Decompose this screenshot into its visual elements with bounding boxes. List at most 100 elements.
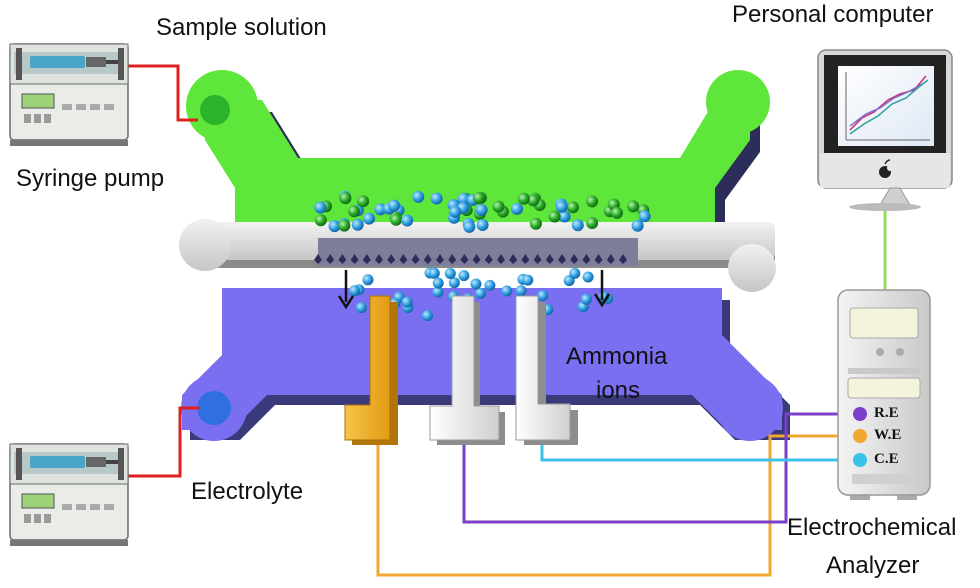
membrane-pore bbox=[594, 254, 603, 264]
particle bbox=[558, 210, 571, 223]
particle bbox=[627, 200, 640, 213]
analyzer-label-line1: Electrochemical bbox=[787, 514, 957, 541]
particle bbox=[586, 217, 599, 229]
particle bbox=[527, 194, 540, 207]
syringe-pump-label: Syringe pump bbox=[16, 165, 165, 192]
particle bbox=[638, 210, 651, 223]
particle bbox=[586, 195, 599, 208]
membrane-pore bbox=[509, 254, 518, 264]
down-arrow-icon bbox=[337, 270, 355, 310]
particle bbox=[357, 195, 370, 208]
membrane-pore bbox=[582, 254, 591, 264]
ammonia-ion bbox=[401, 296, 413, 308]
particles bbox=[314, 190, 651, 325]
ammonia-ion bbox=[537, 290, 549, 302]
particle bbox=[363, 212, 375, 225]
ammonia-ion bbox=[580, 293, 592, 305]
ammonia-ion bbox=[428, 267, 440, 279]
membrane-pore bbox=[472, 254, 481, 264]
electrolyte-label: Electrolyte bbox=[191, 478, 304, 505]
particle bbox=[473, 192, 486, 205]
ammonia-ion bbox=[448, 277, 460, 289]
ce-label: C.E bbox=[874, 451, 899, 467]
membrane-pore bbox=[521, 254, 530, 264]
particle bbox=[390, 213, 403, 226]
membrane-pore bbox=[423, 254, 432, 264]
ammonia-label: Ammonia bbox=[566, 343, 668, 370]
membrane-pores bbox=[314, 254, 627, 264]
membrane-pore bbox=[484, 254, 493, 264]
computer-icon bbox=[817, 49, 953, 211]
ammonia-ion bbox=[501, 285, 513, 297]
ammonia-ion bbox=[444, 268, 456, 279]
membrane-pore bbox=[326, 254, 335, 264]
membrane-pore bbox=[350, 254, 359, 264]
particle bbox=[328, 220, 341, 233]
wires bbox=[128, 64, 887, 577]
particle bbox=[463, 220, 476, 233]
particle bbox=[348, 205, 360, 218]
particle bbox=[412, 190, 425, 203]
ammonia-ion bbox=[362, 274, 374, 286]
ammonia-ion bbox=[458, 270, 470, 282]
personal-computer-label: Personal computer bbox=[732, 1, 934, 28]
particle bbox=[529, 217, 542, 230]
particle bbox=[631, 219, 644, 232]
particle bbox=[338, 219, 351, 232]
particle bbox=[567, 201, 579, 214]
ammonia-ion bbox=[515, 285, 527, 297]
particle bbox=[314, 214, 327, 227]
ammonia-ion bbox=[349, 285, 360, 297]
particle bbox=[449, 205, 462, 218]
we-label: W.E bbox=[874, 427, 902, 443]
particle bbox=[548, 210, 561, 223]
membrane-pore bbox=[497, 254, 505, 264]
membrane-pore bbox=[545, 254, 554, 264]
membrane-pore bbox=[314, 254, 322, 264]
particle bbox=[430, 192, 443, 205]
membrane-pore bbox=[362, 254, 371, 264]
analyzer-icon bbox=[837, 289, 931, 500]
ammonia-ion bbox=[355, 302, 367, 314]
particle bbox=[476, 219, 489, 231]
particle bbox=[475, 204, 488, 216]
membrane-pore bbox=[606, 254, 615, 264]
membrane-pore bbox=[460, 254, 469, 264]
re-label: R.E bbox=[874, 405, 899, 421]
particle bbox=[611, 206, 623, 219]
particle bbox=[492, 200, 505, 213]
ammonia-ion bbox=[582, 271, 594, 283]
membrane-pore bbox=[570, 254, 579, 264]
membrane-pore bbox=[338, 254, 347, 264]
membrane-pore bbox=[619, 254, 627, 264]
particle bbox=[351, 218, 364, 231]
particle bbox=[517, 192, 530, 205]
reference-electrode bbox=[344, 295, 398, 445]
particle bbox=[339, 192, 352, 205]
particle bbox=[511, 202, 523, 215]
membrane-pore bbox=[558, 254, 566, 264]
ammonia-ion bbox=[475, 287, 487, 299]
ammonia-ion bbox=[470, 278, 482, 290]
working-electrode bbox=[429, 295, 505, 445]
membrane-pore bbox=[399, 254, 408, 264]
ammonia-ion bbox=[432, 286, 444, 298]
particle bbox=[388, 199, 400, 212]
particle bbox=[555, 200, 568, 213]
particle bbox=[374, 203, 387, 216]
membrane-pore bbox=[387, 254, 396, 264]
ammonia-ion bbox=[522, 274, 534, 286]
analyzer-label-line2: Analyzer bbox=[826, 552, 920, 579]
syringe-pump-icon bbox=[9, 443, 129, 546]
down-arrow-icon bbox=[593, 270, 611, 308]
ammonia-ion bbox=[484, 279, 496, 291]
ammonia-ion bbox=[569, 267, 581, 279]
syringe-pump-icon bbox=[9, 43, 129, 146]
membrane-pore bbox=[448, 254, 457, 264]
electrolyte-channel bbox=[181, 288, 790, 441]
particle bbox=[457, 192, 470, 205]
membrane-pore bbox=[533, 254, 542, 264]
particle bbox=[571, 219, 584, 232]
counter-electrode bbox=[515, 295, 578, 445]
